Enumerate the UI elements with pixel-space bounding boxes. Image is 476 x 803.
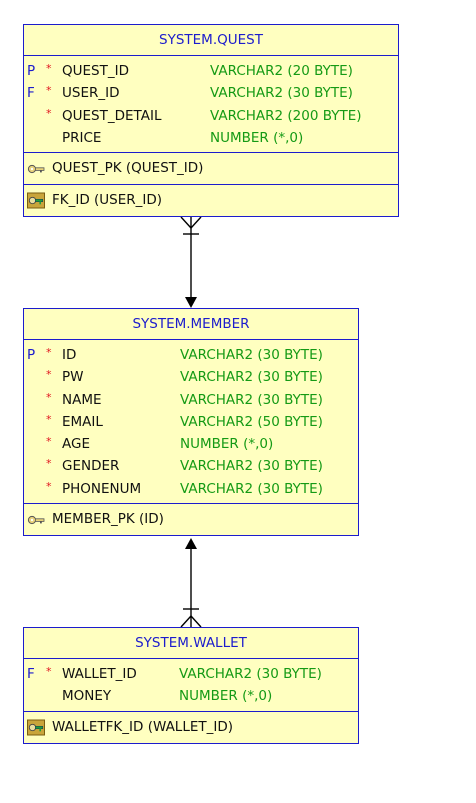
column-row[interactable]: F * WALLET_ID VARCHAR2 (30 BYTE) <box>24 663 358 685</box>
required-mark: * <box>46 412 52 426</box>
primary-key-section[interactable]: MEMBER_PK (ID) <box>24 504 358 535</box>
required-mark: * <box>46 84 52 98</box>
column-type: VARCHAR2 (200 BYTE) <box>210 107 362 124</box>
required-mark: * <box>46 665 52 678</box>
primary-key-icon <box>27 515 45 525</box>
column-list: P * ID VARCHAR2 (30 BYTE) * PW VARCHAR2 … <box>24 340 358 505</box>
column-list: F * WALLET_ID VARCHAR2 (30 BYTE) MONEY N… <box>24 659 358 712</box>
column-type: VARCHAR2 (30 BYTE) <box>180 391 323 408</box>
crowfoot-quest-left <box>180 216 192 229</box>
column-row[interactable]: P * QUEST_ID VARCHAR2 (20 BYTE) <box>24 60 398 82</box>
column-row[interactable]: F * USER_ID VARCHAR2 (30 BYTE) <box>24 82 398 104</box>
column-name: GENDER <box>62 458 120 475</box>
required-mark: * <box>46 368 52 382</box>
foreign-key-text: WALLETFK_ID (WALLET_ID) <box>52 718 234 735</box>
required-mark: * <box>46 106 52 120</box>
column-name: MONEY <box>62 688 112 705</box>
column-name: QUEST_ID <box>62 63 129 79</box>
column-row[interactable]: * NAME VARCHAR2 (30 BYTE) <box>24 389 358 411</box>
column-row[interactable]: * EMAIL VARCHAR2 (50 BYTE) <box>24 411 358 433</box>
column-type: VARCHAR2 (20 BYTE) <box>210 63 353 79</box>
column-row[interactable]: * PHONENUM VARCHAR2 (30 BYTE) <box>24 478 358 500</box>
table-system-member[interactable]: SYSTEM.MEMBER P * ID VARCHAR2 (30 BYTE) … <box>23 308 359 537</box>
crowfoot-quest-right <box>190 216 202 229</box>
column-row[interactable]: * PW VARCHAR2 (30 BYTE) <box>24 366 358 388</box>
column-name: QUEST_DETAIL <box>62 107 162 124</box>
key-flag: P <box>27 347 36 363</box>
required-mark: * <box>46 346 52 359</box>
column-name: ID <box>62 347 77 363</box>
column-name: PRICE <box>62 129 102 146</box>
foreign-key-icon <box>27 719 45 736</box>
crowfoot-wallet-right <box>190 615 202 628</box>
column-name: WALLET_ID <box>62 666 137 682</box>
column-type: VARCHAR2 (30 BYTE) <box>180 480 323 497</box>
required-mark: * <box>46 457 52 471</box>
key-flag: P <box>27 63 36 79</box>
column-row[interactable]: * QUEST_DETAIL VARCHAR2 (200 BYTE) <box>24 105 398 127</box>
column-type: NUMBER (*,0) <box>210 129 304 146</box>
key-flag: F <box>27 666 35 682</box>
column-type: VARCHAR2 (50 BYTE) <box>180 413 323 430</box>
column-type: NUMBER (*,0) <box>179 688 273 705</box>
crowfoot-wallet-left <box>180 615 192 628</box>
table-system-quest[interactable]: SYSTEM.QUEST P * QUEST_ID VARCHAR2 (20 B… <box>23 24 399 218</box>
column-name: NAME <box>62 391 102 408</box>
column-row[interactable]: * GENDER VARCHAR2 (30 BYTE) <box>24 455 358 477</box>
primary-key-text: MEMBER_PK (ID) <box>52 511 164 528</box>
table-title: SYSTEM.QUEST <box>24 25 398 56</box>
primary-key-icon <box>27 165 45 174</box>
key-flag: F <box>27 85 35 102</box>
column-type: NUMBER (*,0) <box>180 436 274 453</box>
column-type: VARCHAR2 (30 BYTE) <box>179 666 322 682</box>
required-mark: * <box>46 62 52 75</box>
required-mark: * <box>46 435 52 449</box>
column-type: VARCHAR2 (30 BYTE) <box>180 347 323 363</box>
column-list: P * QUEST_ID VARCHAR2 (20 BYTE) F * USER… <box>24 56 398 154</box>
primary-key-section[interactable]: QUEST_PK (QUEST_ID) <box>24 153 398 184</box>
column-row[interactable]: * AGE NUMBER (*,0) <box>24 433 358 455</box>
column-row[interactable]: MONEY NUMBER (*,0) <box>24 685 358 707</box>
table-system-wallet[interactable]: SYSTEM.WALLET F * WALLET_ID VARCHAR2 (30… <box>23 627 359 744</box>
arrowhead-to-member-bottom <box>185 538 197 549</box>
foreign-key-text: FK_ID (USER_ID) <box>52 192 163 209</box>
column-type: VARCHAR2 (30 BYTE) <box>210 85 353 102</box>
arrowhead-to-member-top <box>185 297 197 308</box>
column-name: PHONENUM <box>62 480 142 497</box>
column-type: VARCHAR2 (30 BYTE) <box>180 458 323 475</box>
primary-key-text: QUEST_PK (QUEST_ID) <box>52 160 204 177</box>
foreign-key-section[interactable]: FK_ID (USER_ID) <box>24 184 398 216</box>
column-name: EMAIL <box>62 413 103 430</box>
column-name: AGE <box>62 436 90 453</box>
required-mark: * <box>46 390 52 404</box>
column-name: USER_ID <box>62 85 120 102</box>
table-title: SYSTEM.MEMBER <box>24 309 358 340</box>
foreign-key-section[interactable]: WALLETFK_ID (WALLET_ID) <box>24 712 358 743</box>
column-name: PW <box>62 369 84 386</box>
foreign-key-icon <box>27 192 45 209</box>
column-row[interactable]: PRICE NUMBER (*,0) <box>24 127 398 149</box>
column-row[interactable]: P * ID VARCHAR2 (30 BYTE) <box>24 344 358 366</box>
required-mark: * <box>46 479 52 493</box>
table-title: SYSTEM.WALLET <box>24 628 358 659</box>
column-type: VARCHAR2 (30 BYTE) <box>180 369 323 386</box>
